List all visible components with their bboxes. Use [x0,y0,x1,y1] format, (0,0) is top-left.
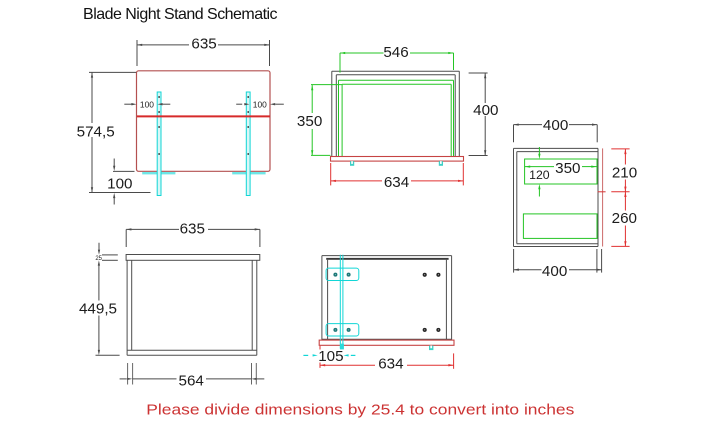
svg-text:634: 634 [378,355,403,372]
svg-text:Please divide dimensions by 25: Please divide dimensions by 25.4 to conv… [146,402,574,419]
svg-text:400: 400 [543,117,568,134]
svg-text:25: 25 [95,256,102,262]
svg-text:210: 210 [612,164,637,181]
svg-text:100: 100 [253,99,267,109]
svg-text:350: 350 [297,113,322,130]
svg-text:350: 350 [555,160,580,177]
svg-text:260: 260 [612,210,637,227]
svg-text:546: 546 [383,44,408,61]
svg-text:449,5: 449,5 [79,301,117,318]
svg-text:105: 105 [318,348,343,365]
svg-text:400: 400 [542,263,567,280]
svg-text:120: 120 [529,168,550,182]
svg-text:Blade Night Stand Schematic: Blade Night Stand Schematic [83,6,277,23]
svg-text:635: 635 [180,221,205,238]
svg-text:400: 400 [473,102,498,119]
svg-text:634: 634 [384,174,409,191]
svg-text:100: 100 [140,99,154,109]
svg-text:564: 564 [179,372,204,389]
svg-text:100: 100 [107,176,132,193]
svg-text:635: 635 [191,36,216,53]
svg-text:574,5: 574,5 [77,124,115,141]
